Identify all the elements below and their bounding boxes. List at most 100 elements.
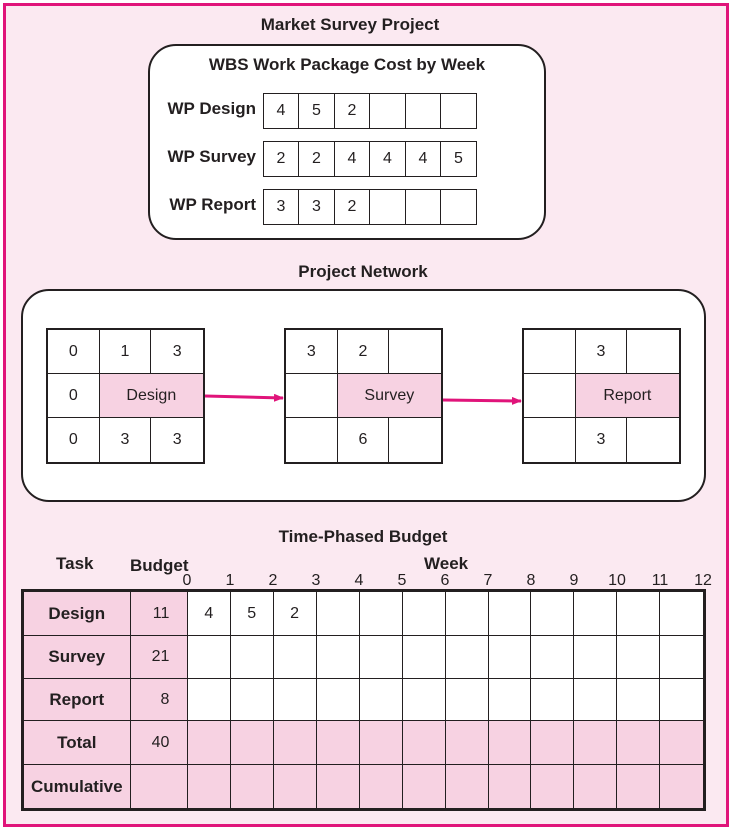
week-tick: 6 — [440, 572, 450, 589]
wbs-cell: 2 — [333, 189, 371, 225]
week-tick: 8 — [526, 572, 536, 589]
wbs-cell: 5 — [440, 141, 477, 177]
week-cell — [274, 636, 318, 679]
week-cell — [531, 679, 575, 721]
wbs-cell — [440, 93, 477, 129]
node-cell-slack: 0 — [48, 374, 100, 418]
node-cell-id: 1 — [99, 330, 152, 374]
week-cell — [402, 636, 446, 679]
wbs-label-survey: WP Survey — [167, 147, 256, 166]
week-cell — [231, 721, 275, 765]
node-cell-slack — [524, 374, 576, 418]
task-cell: Design — [24, 592, 131, 636]
task-cell: Survey — [24, 636, 131, 679]
node-cell-total: 3 — [100, 418, 152, 462]
week-cell — [402, 679, 446, 721]
week-cell — [274, 679, 318, 721]
week-cell — [574, 721, 618, 765]
wbs-label-design: WP Design — [167, 99, 256, 118]
wbs-row-design: 4 5 2 — [262, 93, 477, 129]
week-cell — [445, 679, 489, 721]
node-cell-id: 2 — [337, 330, 390, 374]
week-cell — [531, 721, 575, 765]
task-cell: Cumulative — [24, 765, 131, 808]
week-cell: 2 — [274, 592, 318, 636]
week-cell — [574, 679, 618, 721]
network-title: Project Network — [298, 262, 428, 281]
node-cell-early-start: 0 — [48, 330, 100, 374]
week-cell — [188, 721, 232, 765]
week-cell — [317, 636, 360, 679]
week-cell — [488, 679, 532, 721]
week-cell — [359, 721, 403, 765]
week-cell — [574, 592, 618, 636]
week-cell — [488, 765, 532, 808]
week-cell — [445, 592, 489, 636]
week-tick: 10 — [608, 572, 626, 589]
week-cell — [531, 636, 575, 679]
week-cell — [317, 765, 360, 808]
week-tick: 9 — [569, 572, 579, 589]
task-cell: Total — [24, 721, 131, 765]
week-cell — [660, 679, 704, 721]
week-cell — [402, 721, 446, 765]
week-cell — [660, 721, 704, 765]
week-cell — [274, 721, 318, 765]
table-row: Cumulative — [24, 765, 704, 808]
week-cell — [445, 721, 489, 765]
node-name: Report — [575, 374, 679, 418]
wbs-cell: 3 — [298, 189, 335, 225]
week-cell — [488, 636, 532, 679]
node-cell-late-finish: 3 — [172, 431, 182, 448]
node-cell-late-start — [524, 418, 576, 462]
week-cell — [488, 721, 532, 765]
node-cell-total: 3 — [576, 418, 628, 462]
week-cell — [317, 721, 360, 765]
week-cell — [188, 679, 232, 721]
week-cell — [531, 765, 575, 808]
wbs-cell — [440, 189, 477, 225]
week-cell — [317, 592, 360, 636]
budget-cell: 21 — [130, 636, 189, 679]
budget-cell: 8 — [130, 679, 189, 721]
week-cell — [574, 765, 618, 808]
week-tick: 0 — [182, 572, 192, 589]
budget-cell: 11 — [130, 592, 189, 636]
wbs-cell — [369, 189, 406, 225]
week-cell — [402, 592, 446, 636]
node-cell-early-start: 3 — [286, 330, 338, 374]
task-header: Task — [56, 554, 94, 573]
week-tick: 3 — [311, 572, 321, 589]
budget-title: Time-Phased Budget — [278, 527, 448, 546]
week-cell — [617, 679, 661, 721]
week-tick: 2 — [268, 572, 278, 589]
budget-cell — [130, 765, 189, 808]
wbs-cell: 4 — [262, 93, 300, 129]
wbs-panel-title: WBS Work Package Cost by Week — [208, 55, 486, 74]
node-survey: 3 2 Survey 6 — [284, 328, 443, 464]
node-cell-slack — [286, 374, 338, 418]
wbs-cell: 3 — [262, 189, 300, 225]
week-cell — [445, 636, 489, 679]
week-cell — [188, 636, 232, 679]
project-title: Market Survey Project — [260, 15, 440, 34]
week-cell — [274, 765, 318, 808]
week-cell — [359, 592, 403, 636]
week-cell: 4 — [188, 592, 232, 636]
week-cell — [660, 592, 704, 636]
budget-cell: 40 — [130, 721, 189, 765]
week-cell — [574, 636, 618, 679]
week-cell — [531, 592, 575, 636]
week-tick: 5 — [397, 572, 407, 589]
wbs-cell — [369, 93, 406, 129]
week-tick: 4 — [354, 572, 364, 589]
wbs-cell: 4 — [333, 141, 371, 177]
node-cell-duration — [389, 330, 441, 374]
wbs-cell: 2 — [333, 93, 371, 129]
week-tick: 1 — [225, 572, 235, 589]
node-cell-duration: 3 — [151, 330, 203, 374]
